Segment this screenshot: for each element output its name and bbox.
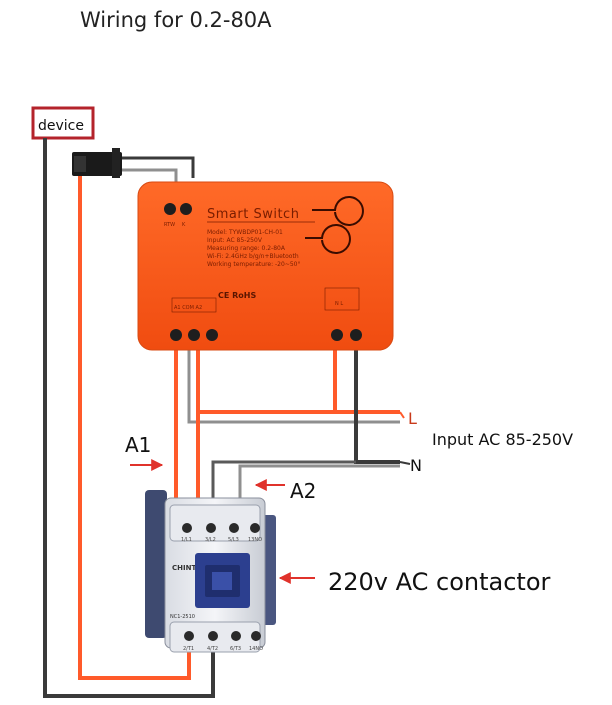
- wire-ct-black: [118, 156, 195, 178]
- contactor-top-t1: 1/L1: [181, 537, 192, 543]
- wire-device-black: [43, 138, 215, 698]
- label-input: Input AC 85-250V: [432, 430, 573, 449]
- screw-bottom-2: [188, 329, 200, 341]
- wire-L-gray: [187, 345, 400, 424]
- wire-N-end: [399, 461, 411, 465]
- device-box: [31, 106, 95, 140]
- wire-device-red: [78, 160, 191, 680]
- label-A2: A2: [290, 479, 316, 503]
- label-N: N: [410, 456, 422, 475]
- contactor-screw-top-2: [206, 523, 216, 533]
- contactor-top-t2: 3/L2: [205, 537, 216, 543]
- page-title: Wiring for 0.2-80A: [80, 8, 272, 32]
- contactor-top-t3: 5/L3: [228, 537, 239, 543]
- contactor-screw-top-4: [250, 523, 260, 533]
- contactor-bottom-t4: 14NO: [249, 646, 263, 652]
- screw-bottom-5: [350, 329, 362, 341]
- spec-line-5: Working temperature: -20~50°: [207, 261, 300, 268]
- ac-contactor: 1/L1 3/L2 5/L3 13NO CHINT NC1-2510 2/T1 …: [145, 490, 276, 653]
- contactor-bottom-t1: 2/T1: [183, 646, 194, 652]
- contactor-brand: CHINT: [172, 564, 196, 572]
- keyhole-icon-2: [305, 224, 351, 254]
- left-terminal-labels: A1 COM A2: [174, 305, 202, 311]
- smart-switch: RTW K Smart Switch Model: TYWBDP01-CH-01…: [137, 181, 394, 351]
- contactor-screw-bottom-4: [251, 631, 261, 641]
- ct-clamp: [72, 148, 122, 178]
- contactor-screw-top-1: [182, 523, 192, 533]
- screw-top-2: [180, 203, 192, 215]
- spec-line-4: Wi-Fi: 2.4GHz b/g/n+Bluetooth: [207, 253, 299, 260]
- label-contactor: 220v AC contactor: [328, 568, 551, 596]
- device-label: device: [38, 118, 84, 134]
- wire-N: [354, 345, 400, 464]
- wire-L-end: [399, 411, 405, 419]
- keyhole-icon-1: [312, 196, 364, 226]
- spec-line-2: Input: AC 85-250V: [207, 237, 263, 244]
- contactor-screw-bottom-2: [208, 631, 218, 641]
- contactor-bottom-t3: 6/T3: [230, 646, 241, 652]
- spec-line-1: Model: TYWBDP01-CH-01: [207, 229, 283, 236]
- screw-bottom-1: [170, 329, 182, 341]
- screw-bottom-4: [331, 329, 343, 341]
- svg-text:RTW: RTW: [164, 222, 175, 228]
- screw-bottom-3: [206, 329, 218, 341]
- wire-ct-gray: [118, 168, 178, 182]
- svg-text:K: K: [182, 222, 186, 228]
- right-terminal-labels: N L: [335, 301, 343, 307]
- contactor-bottom-t2: 4/T2: [207, 646, 218, 652]
- switch-brand: Smart Switch: [207, 207, 299, 222]
- spec-line-3: Measuring range: 0.2-80A: [207, 245, 286, 252]
- contactor-model: NC1-2510: [170, 614, 195, 620]
- screw-top-1: [164, 203, 176, 215]
- label-L: L: [408, 409, 417, 428]
- contactor-top-t4: 13NO: [248, 537, 262, 543]
- ce-rohs-marks: CE RoHS: [218, 291, 256, 300]
- contactor-screw-bottom-1: [184, 631, 194, 641]
- label-A1: A1: [125, 433, 151, 457]
- contactor-screw-bottom-3: [231, 631, 241, 641]
- wire-L: [196, 345, 400, 414]
- contactor-screw-top-3: [229, 523, 239, 533]
